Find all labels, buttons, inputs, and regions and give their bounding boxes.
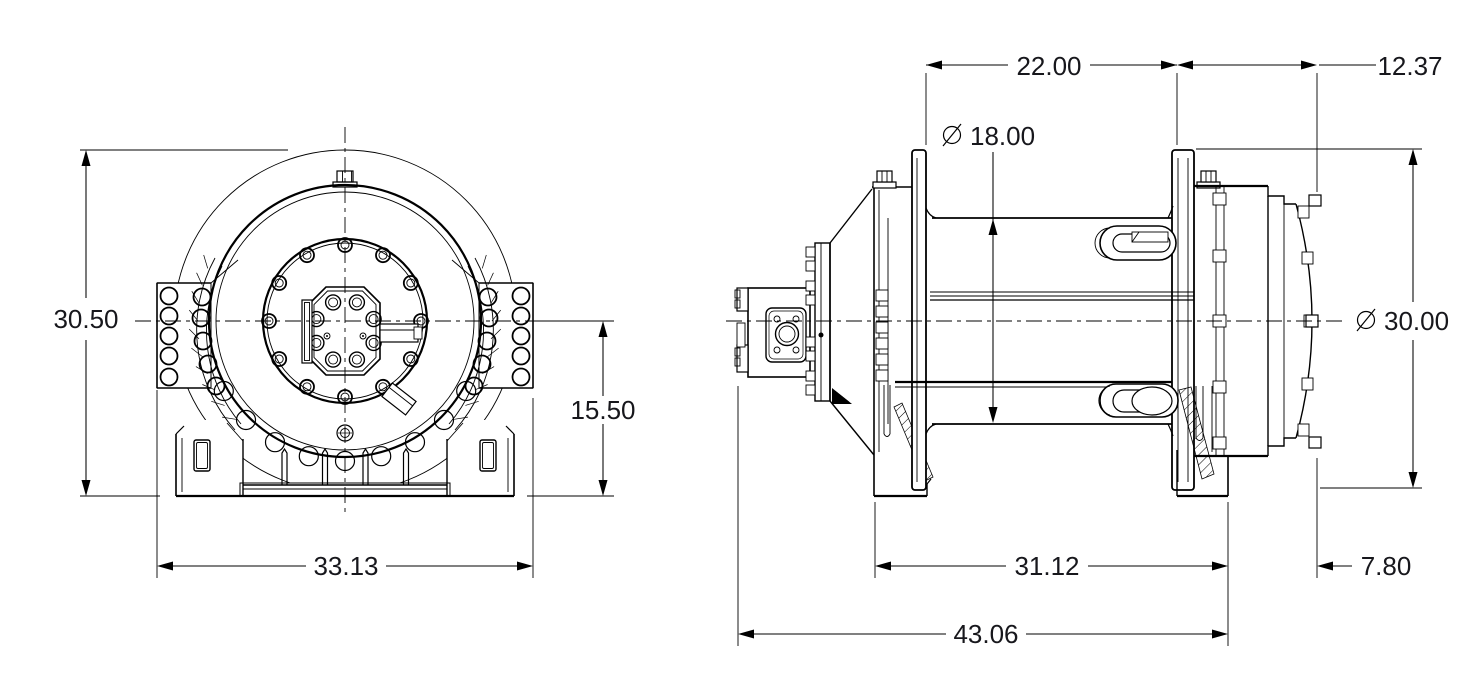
dim-overall-height-label: 30.50: [53, 304, 118, 334]
left-mount-slot: [193, 439, 211, 472]
dim-end-section: 12.37: [1177, 51, 1443, 192]
left-bracket: [156, 259, 239, 396]
motor-port-plate: [765, 307, 807, 363]
base-ribs: [281, 447, 410, 485]
left-band: [188, 254, 242, 431]
side-view: [726, 149, 1346, 498]
right-band: [448, 254, 502, 431]
dim-centerline-height: 15.50: [527, 320, 636, 497]
dim-centerline-height-label: 15.50: [570, 395, 635, 425]
cable-anchor-pocket-top: [1094, 225, 1177, 261]
dim-drum-length: 22.00: [925, 51, 1178, 145]
nameplate-tag: [381, 382, 417, 416]
dim-flange-diameter-label: 30.00: [1384, 306, 1449, 336]
right-bracket: [451, 259, 534, 396]
dimension-annotations: 30.50 33.13 15.50 22.00 12.37: [53, 51, 1449, 649]
dim-overall-length-label: 43.06: [953, 619, 1018, 649]
dim-feet-span-label: 31.12: [1014, 551, 1079, 581]
dim-flange-diameter: 30.00: [1196, 148, 1449, 489]
left-drum-flange: [911, 149, 937, 491]
right-mount-slot: [479, 439, 497, 472]
hydraulic-motor-side: [734, 287, 811, 378]
gear-housing-side: [829, 170, 912, 496]
dim-drum-core-diameter: 18.00: [942, 121, 1035, 423]
motor-strap: [301, 299, 313, 364]
diameter-symbol: [1356, 308, 1376, 332]
dim-rear-overhang-label: 7.80: [1361, 551, 1412, 581]
dim-overall-length: 43.06: [737, 386, 1228, 649]
drum-barrel: [895, 217, 1172, 425]
dim-rear-overhang: 7.80: [1316, 458, 1412, 581]
cable-anchor-pocket-bottom: [1098, 383, 1179, 418]
dim-feet-span: 31.12: [874, 502, 1229, 646]
drum-internal-lines: [930, 291, 1194, 301]
dim-drum-length-label: 22.00: [1016, 51, 1081, 81]
front-view: [135, 127, 563, 517]
dim-end-section-label: 12.37: [1377, 51, 1442, 81]
right-foot: [1176, 386, 1229, 498]
dim-drum-core-diameter-label: 18.00: [970, 121, 1035, 151]
dim-base-width-label: 33.13: [313, 551, 378, 581]
dim-base-width: 33.13: [156, 390, 534, 581]
hydraulic-motor-front: [301, 286, 382, 376]
dim-overall-height: 30.50: [53, 149, 288, 497]
diameter-symbol: [942, 123, 962, 147]
motor-adapter-plate: [805, 242, 831, 402]
motor-port-boss: [379, 323, 423, 343]
motor-port: [774, 321, 800, 347]
